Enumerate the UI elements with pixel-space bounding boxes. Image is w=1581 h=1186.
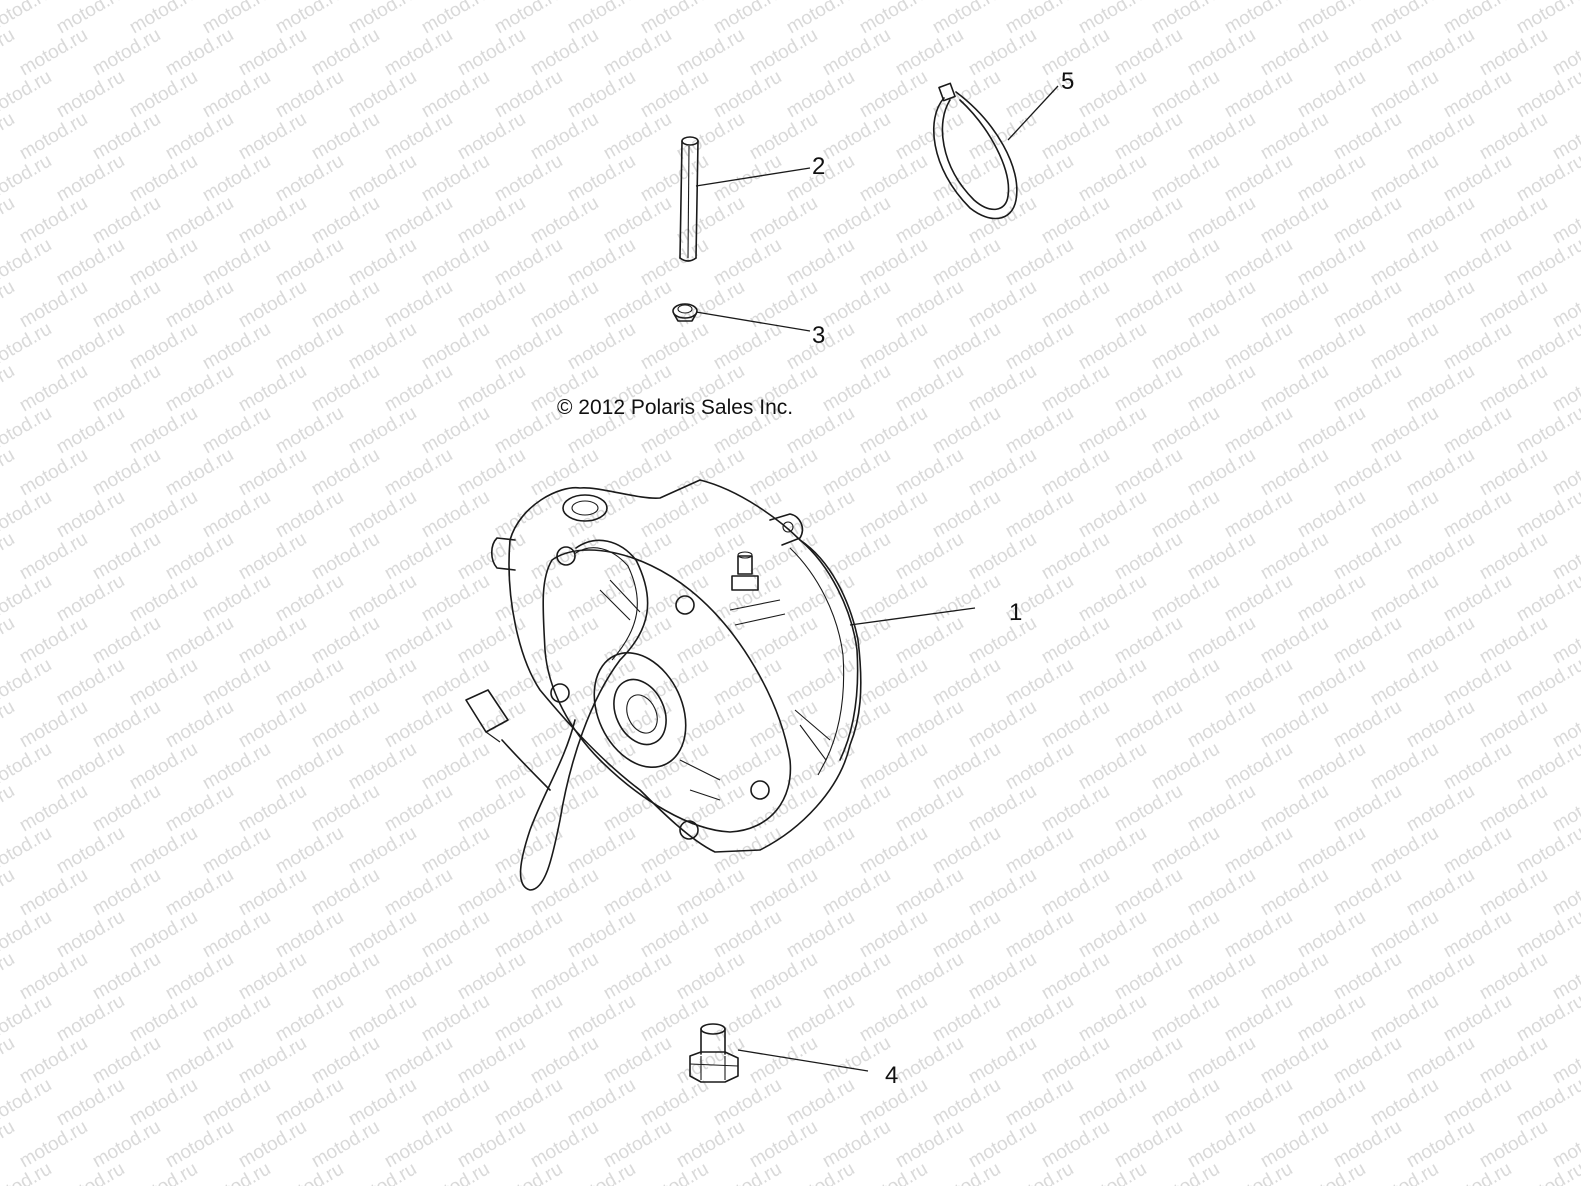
callout-2: 2 (812, 153, 826, 180)
drain-plug-part (689, 1023, 739, 1083)
callout-5: 5 (1061, 68, 1075, 95)
leader-lines (695, 85, 1059, 1072)
housing-bolts (550, 546, 770, 840)
copyright-text: © 2012 Polaris Sales Inc. (557, 396, 794, 419)
callout-1: 1 (1009, 599, 1023, 626)
gearcase-housing-part (465, 479, 862, 891)
vent-tube-part (679, 136, 699, 262)
hose-clamp-part (672, 303, 698, 322)
callout-4: 4 (885, 1062, 899, 1089)
callout-3: 3 (812, 322, 826, 349)
cable-tie-part (933, 82, 1018, 220)
